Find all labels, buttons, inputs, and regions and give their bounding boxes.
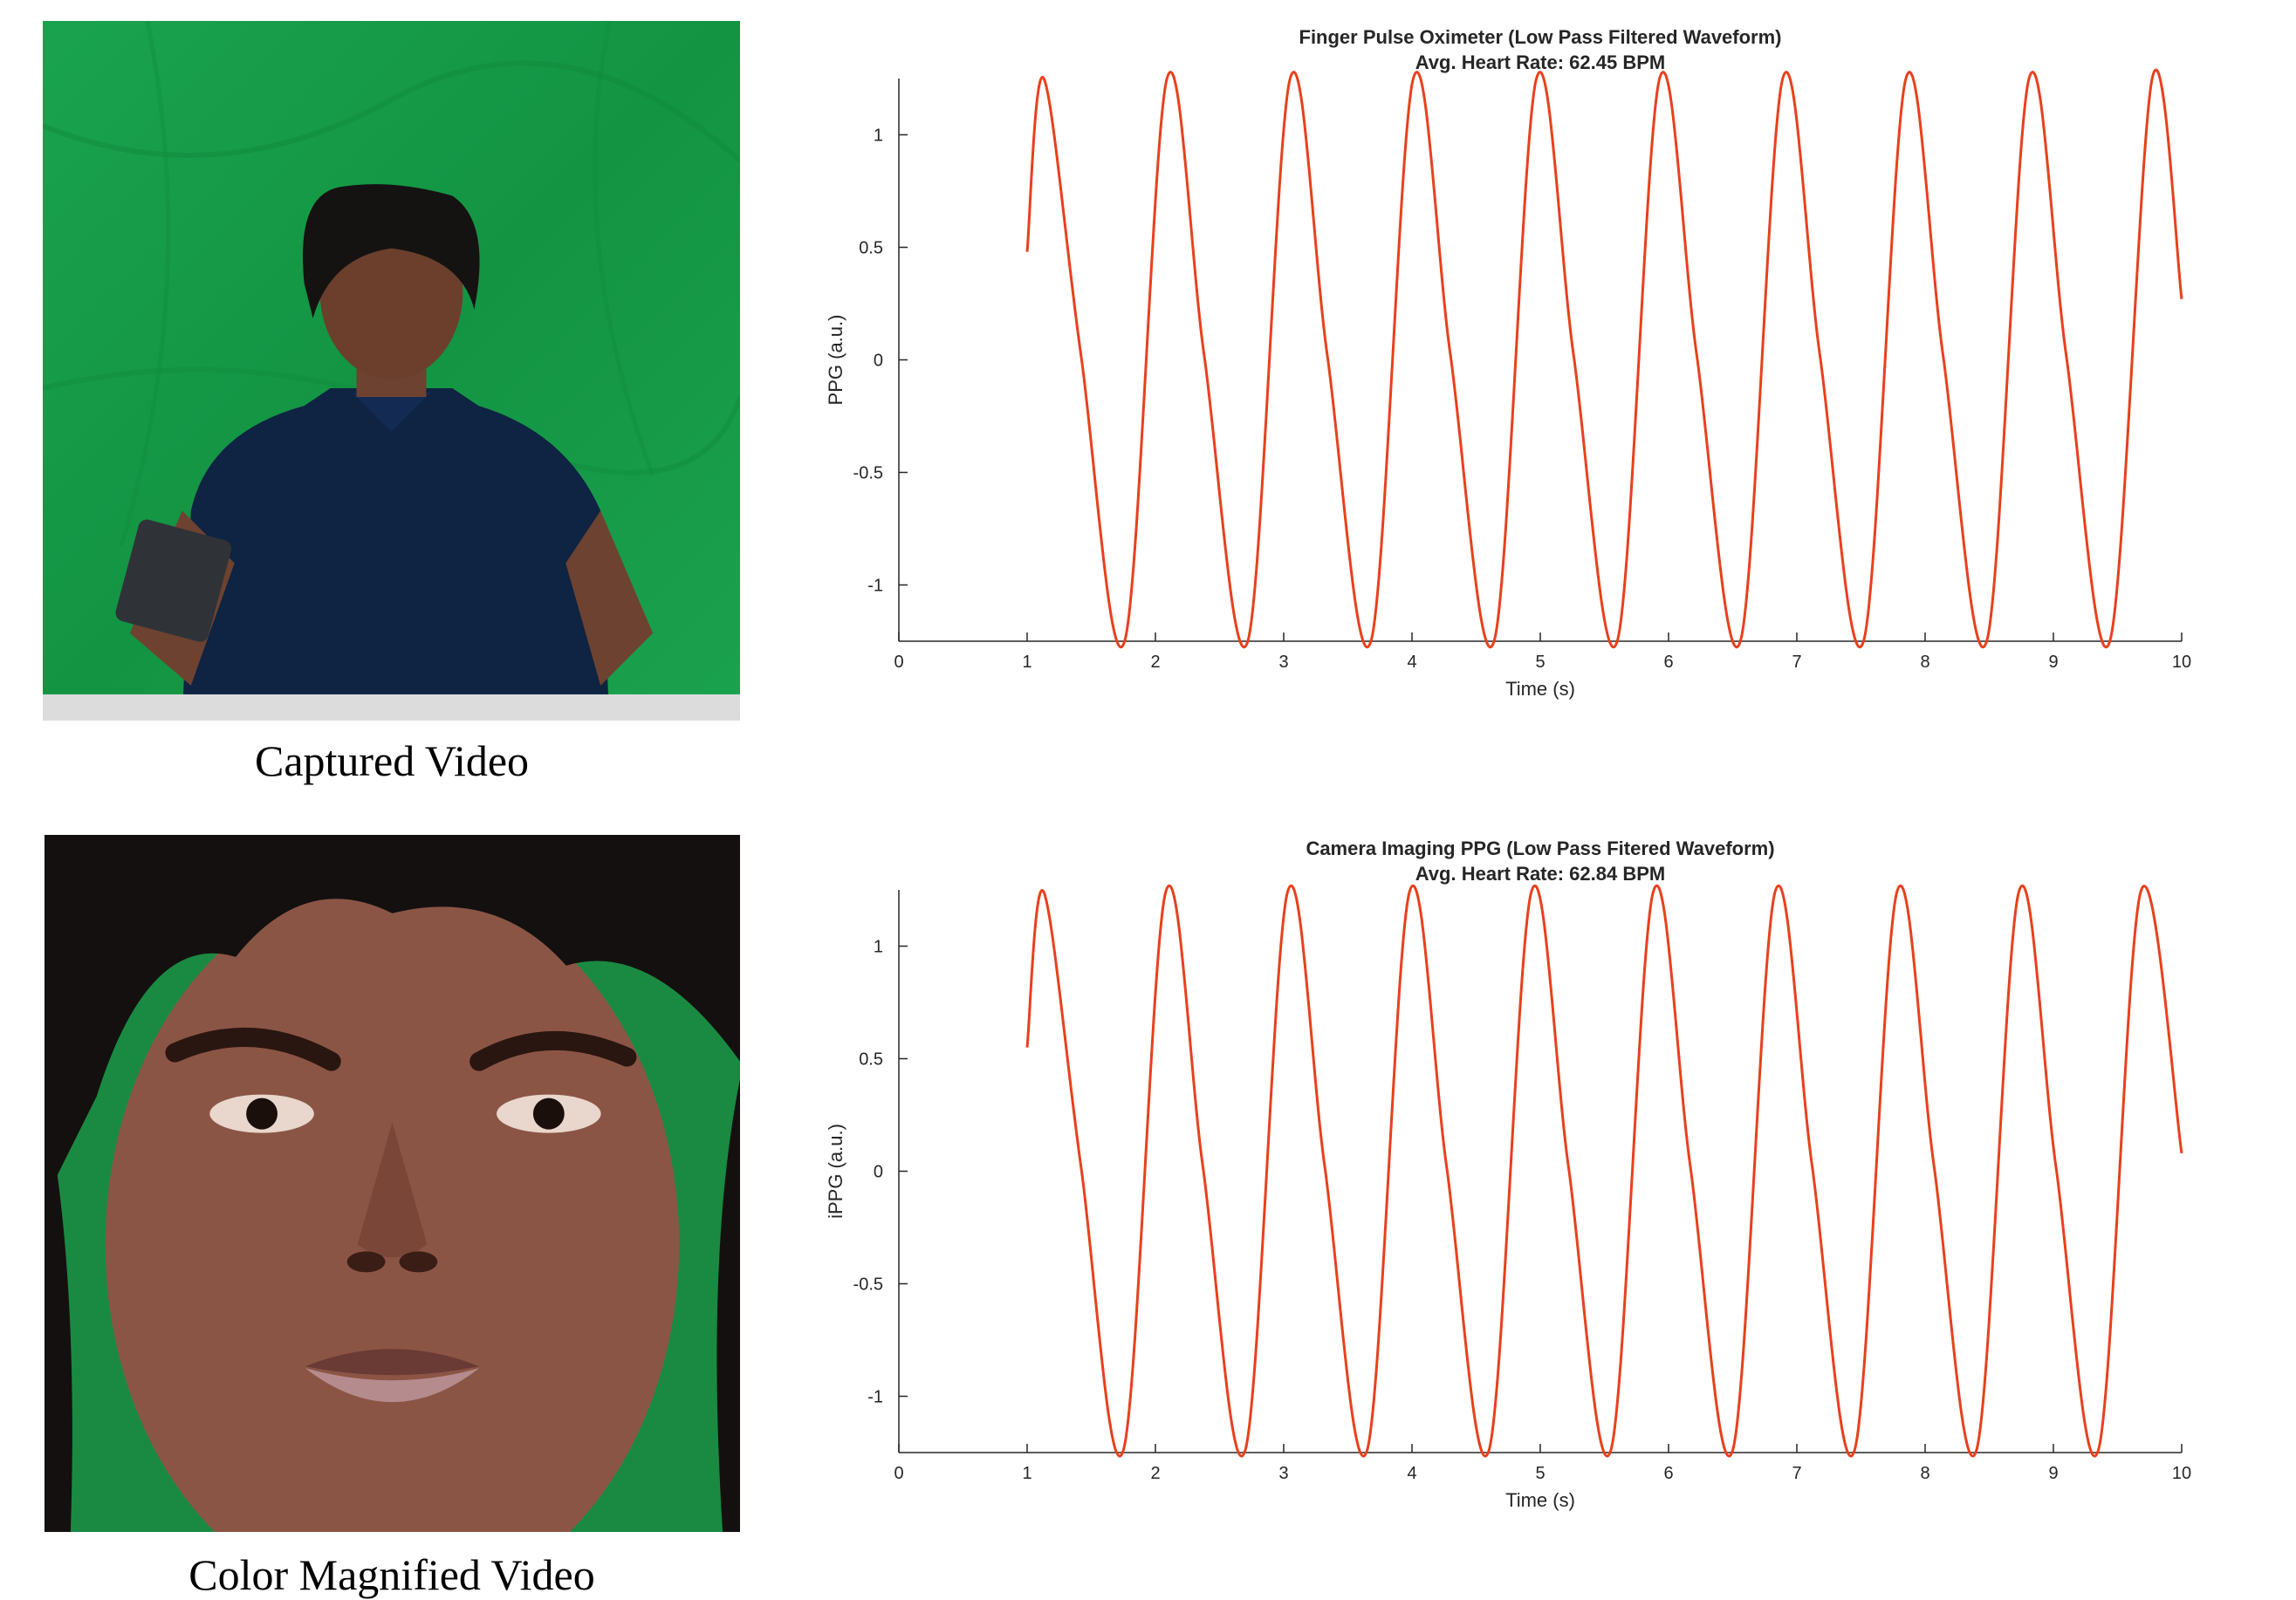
camera-ippg-subtitle: Avg. Heart Rate: 62.84 BPM <box>1415 863 1666 885</box>
camera-ippg-series-line <box>1025 884 2183 1458</box>
camera-ippg-x-tick-label: 9 <box>2048 1464 2058 1483</box>
camera-ippg-x-tick-label: 7 <box>1792 1464 1801 1483</box>
finger-ppg-y-label: PPG (a.u.) <box>825 315 846 406</box>
finger-ppg-y-tick-label: 0 <box>874 352 883 371</box>
finger-ppg-x-tick-label: 4 <box>1407 653 1416 672</box>
camera-ippg-title: Camera Imaging PPG (Low Pass Fitered Wav… <box>1306 838 1774 859</box>
finger-ppg-x-tick-label: 8 <box>1920 653 1929 672</box>
camera-ippg-chart: Camera Imaging PPG (Low Pass Fitered Wav… <box>812 829 2225 1527</box>
hair <box>45 835 740 1201</box>
finger-ppg-x-tick-label: 2 <box>1150 653 1160 672</box>
finger-ppg-chart: Finger Pulse Oximeter (Low Pass Filtered… <box>812 17 2225 715</box>
camera-ippg-y-tick-label: 1 <box>874 938 883 957</box>
finger-ppg-x-label: Time (s) <box>1505 678 1575 700</box>
color-magnified-video-caption: Color Magnified Video <box>188 1550 595 1599</box>
finger-ppg-title: Finger Pulse Oximeter (Low Pass Filtered… <box>1299 26 1782 48</box>
finger-ppg-x-tick-label: 1 <box>1022 653 1031 672</box>
camera-ippg-x-tick-label: 0 <box>894 1464 903 1483</box>
captured-video-caption: Captured Video <box>254 736 530 785</box>
finger-ppg-x-tick-label: 9 <box>2048 653 2058 672</box>
color-magnified-video-frame <box>45 835 740 1532</box>
finger-ppg-y-tick-label: -0.5 <box>853 464 883 483</box>
camera-ippg-x-tick-label: 4 <box>1407 1464 1416 1483</box>
camera-ippg-chart-svg: Camera Imaging PPG (Low Pass Fitered Wav… <box>825 838 2191 1511</box>
camera-ippg-x-tick-label: 5 <box>1535 1464 1545 1483</box>
finger-ppg-x-tick-label: 0 <box>894 653 903 672</box>
shirt <box>182 388 610 721</box>
finger-ppg-y-tick-label: 1 <box>874 126 883 146</box>
camera-ippg-x-label: Time (s) <box>1505 1489 1575 1511</box>
captured-video-frame <box>43 21 740 721</box>
finger-ppg-chart-svg: Finger Pulse Oximeter (Low Pass Filtered… <box>825 26 2191 700</box>
finger-ppg-y-tick-label: -1 <box>867 577 883 596</box>
finger-ppg-series-line <box>1025 68 2183 649</box>
finger-ppg-x-tick-label: 5 <box>1535 653 1545 672</box>
camera-ippg-x-tick-label: 6 <box>1663 1464 1673 1483</box>
finger-ppg-y-tick-label: 0.5 <box>859 239 883 258</box>
camera-ippg-x-tick-label: 10 <box>2172 1464 2191 1483</box>
blood-pressure-cuff <box>115 519 232 642</box>
camera-ippg-x-tick-label: 3 <box>1278 1464 1288 1483</box>
camera-ippg-x-tick-label: 8 <box>1920 1464 1929 1483</box>
camera-ippg-y-tick-label: 0 <box>874 1163 883 1182</box>
finger-ppg-subtitle: Avg. Heart Rate: 62.45 BPM <box>1415 51 1666 73</box>
camera-ippg-y-tick-label: 0.5 <box>859 1050 883 1070</box>
camera-ippg-y-tick-label: -1 <box>867 1388 883 1407</box>
lips <box>305 1349 480 1376</box>
camera-ippg-y-label: iPPG (a.u.) <box>825 1124 846 1219</box>
hair <box>302 184 480 318</box>
finger-ppg-x-tick-label: 7 <box>1792 653 1801 672</box>
finger-ppg-x-tick-label: 6 <box>1663 653 1673 672</box>
finger-ppg-x-tick-label: 3 <box>1278 653 1288 672</box>
camera-ippg-x-tick-label: 2 <box>1150 1464 1160 1483</box>
finger-ppg-x-tick-label: 10 <box>2172 653 2191 672</box>
camera-ippg-x-tick-label: 1 <box>1022 1464 1031 1483</box>
camera-ippg-y-tick-label: -0.5 <box>853 1275 883 1295</box>
